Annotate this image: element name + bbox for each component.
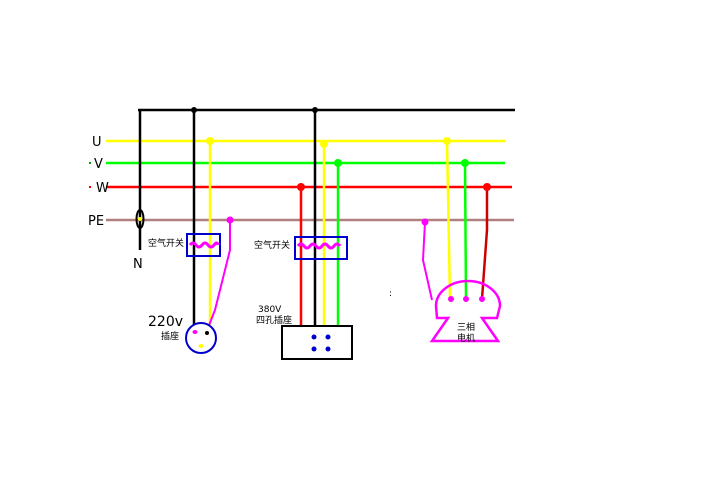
motor-u-wire [445,140,452,300]
pe-link-icon [135,209,145,229]
left-ground-drop [207,237,231,329]
mid-v-junction [334,159,342,167]
motor-u-junction [443,137,451,145]
motor-body-icon [429,279,502,343]
motor-w-wire [480,187,489,300]
motor-terminal-u [448,296,454,302]
left-voltage-label: 220v [148,314,183,330]
socket-pin-1 [192,330,198,334]
stray-mark: : [389,289,392,299]
socket-380v-pin-2 [325,334,331,340]
socket-380v-pin-1 [311,334,317,340]
mid-breaker-box [294,236,348,260]
mid-breaker-label: 空气开关 [254,239,290,251]
w-label: W [96,181,109,196]
socket-380v-box [281,325,353,360]
u-label: U [92,135,102,150]
v-label: V [94,157,103,172]
left-socket-label: 插座 [161,330,179,342]
socket-220v-icon [185,322,217,354]
motor-v-wire [463,162,468,300]
socket-pin-2 [198,344,204,348]
left-neutral-junction [191,107,197,113]
motor-w-junction [483,183,491,191]
motor-label-line2: 电机 [457,332,475,344]
n-label: N [133,257,143,272]
motor-terminal-v [463,296,469,302]
motor-terminal-w [479,296,485,302]
socket-380v-pin-4 [325,346,331,352]
mid-u-junction [320,140,328,148]
mid-neutral-junction [312,107,318,113]
motor-ground-wire [421,221,433,301]
socket-pin-3 [205,331,209,335]
mid-voltage-label: 380V [258,305,282,315]
left-ground-junction [226,216,234,224]
left-breaker-link [188,241,220,249]
left-u-junction [206,137,214,145]
left-breaker-label: 空气开关 [148,237,184,249]
motor-label-line1: 三相 [457,321,475,333]
pe-label: PE [88,214,104,229]
motor-v-junction [461,159,469,167]
pe-link-dot [138,217,142,221]
mid-breaker-link [296,242,342,250]
mid-w-junction [297,183,305,191]
left-breaker-box [186,233,221,257]
socket-380v-pin-3 [311,346,317,352]
mid-socket-label: 四孔插座 [256,314,292,326]
